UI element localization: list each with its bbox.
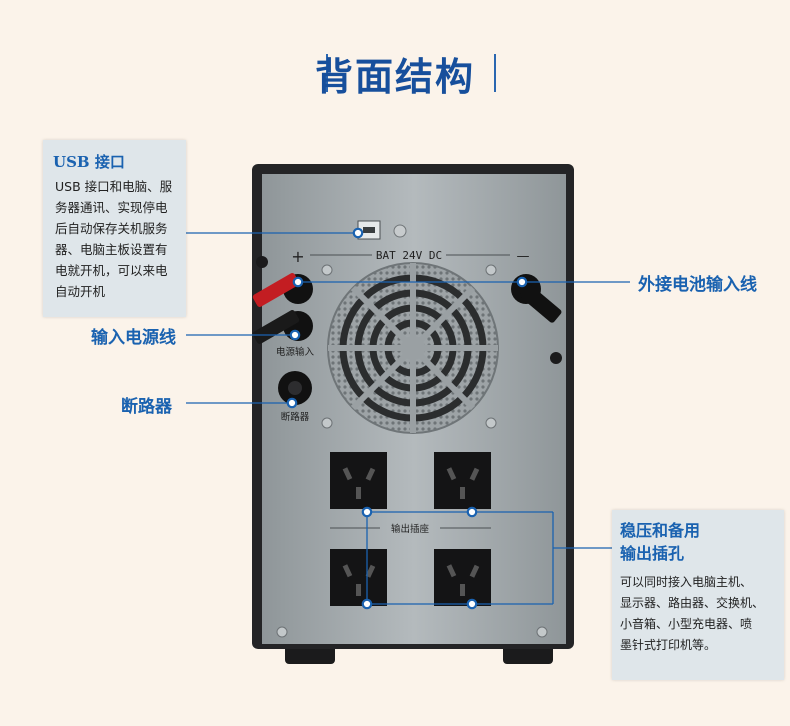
title-left-bar xyxy=(326,54,328,92)
usb-info-box: USB 接口 USB 接口和电脑、服 务器通讯、实现停电 后自动保存关机服务 器… xyxy=(43,140,186,317)
usb-line: 自动开机 xyxy=(55,284,106,299)
title-right-bar xyxy=(494,54,496,92)
page-title: 背面结构 xyxy=(314,54,475,99)
outlet-top-left xyxy=(330,452,387,509)
output-line: 显示器、路由器、交换机、 xyxy=(620,596,765,610)
usb-line: 务器通讯、实现停电 xyxy=(55,200,168,215)
output-box-title: 稳压和备用 输出插孔 xyxy=(620,519,700,565)
usb-line: USB 接口和电脑、服 xyxy=(55,179,173,194)
title-area: 背面结构 xyxy=(0,44,790,100)
bat-label: BAT 24V DC xyxy=(376,249,442,262)
usb-box-text: USB 接口和电脑、服 务器通讯、实现停电 后自动保存关机服务 器、电脑主板设置… xyxy=(55,176,185,302)
breaker-label: 断路器 xyxy=(121,397,172,417)
black-battery-cable xyxy=(519,284,562,323)
output-line: 墨针式打印机等。 xyxy=(620,638,717,652)
outlet-top-right xyxy=(434,452,491,509)
usb-line: 电就开机，可以来电 xyxy=(55,263,168,278)
output-box-text: 可以同时接入电脑主机、 显示器、路由器、交换机、 小音箱、小型充电器、喷 墨针式… xyxy=(620,572,784,656)
outlet-bottom-right xyxy=(434,549,491,606)
usb-line: 器、电脑主板设置有 xyxy=(55,242,168,257)
power-input-label: 电源输入 xyxy=(276,346,315,358)
output-title-line: 输出插孔 xyxy=(620,544,685,563)
usb-box-title: USB 接口 xyxy=(53,153,125,171)
external-battery-label: 外接电池输入线 xyxy=(638,275,757,295)
usb-line: 后自动保存关机服务 xyxy=(55,221,168,236)
red-battery-cable xyxy=(252,273,300,307)
output-info-box: 稳压和备用 输出插孔 可以同时接入电脑主机、 显示器、路由器、交换机、 小音箱、… xyxy=(612,510,784,680)
minus-sign: — xyxy=(517,249,530,264)
plus-sign: + xyxy=(291,247,304,266)
output-title-line: 稳压和备用 xyxy=(620,521,701,540)
output-line: 可以同时接入电脑主机、 xyxy=(620,575,753,589)
outlet-bottom-left xyxy=(330,549,387,606)
input-power-label: 输入电源线 xyxy=(91,328,176,348)
breaker-device-label: 断路器 xyxy=(281,411,310,423)
outlet-label: 输出插座 xyxy=(391,523,430,535)
output-line: 小音箱、小型充电器、喷 xyxy=(620,617,753,631)
